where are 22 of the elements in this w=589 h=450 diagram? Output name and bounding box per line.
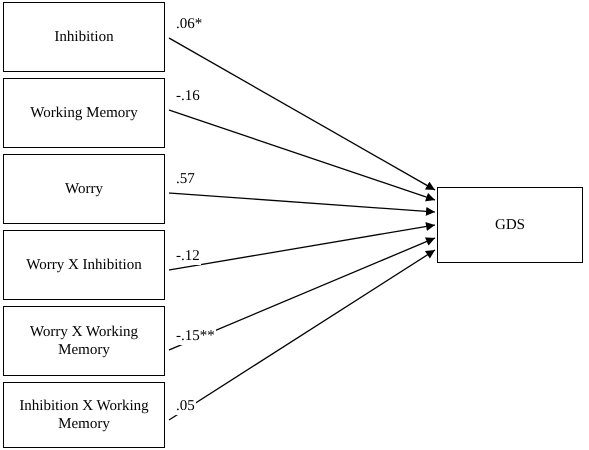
- variable-box: [3, 306, 165, 376]
- edge-label: -.12: [175, 248, 201, 264]
- variable-name: Worry X Working Memory: [28, 323, 140, 359]
- variable-name: Inhibition: [54, 28, 114, 46]
- variable-box: [3, 78, 165, 148]
- variable-name: Worry X Inhibition: [26, 256, 142, 274]
- arrow: [168, 37, 436, 191]
- variable-box: [3, 2, 165, 72]
- arrow: [168, 222, 436, 271]
- variable-name: Worry: [65, 180, 103, 198]
- arrow: [168, 109, 436, 202]
- edge-label: -.15**: [175, 328, 216, 344]
- variable-name: Working Memory: [30, 104, 138, 122]
- arrow: [168, 192, 436, 216]
- edge-label: .05: [175, 398, 196, 414]
- variable-box: [3, 154, 165, 224]
- variable-name: Inhibition X Working Memory: [18, 397, 150, 433]
- variable-name: GDS: [494, 216, 525, 234]
- variable-box: [3, 230, 165, 300]
- arrow: [168, 249, 436, 421]
- variable-box: [437, 187, 583, 263]
- variable-box: [3, 382, 165, 448]
